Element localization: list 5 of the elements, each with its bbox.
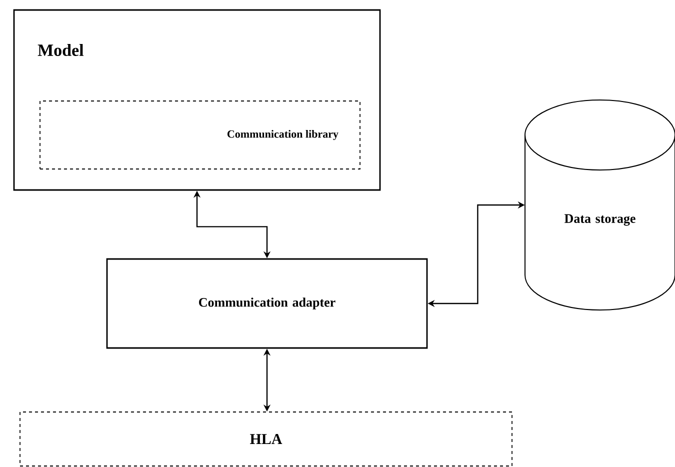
dashed-box: HLA [20,412,512,466]
process-box: Communication adapter [106,258,428,349]
dashed-box: Communication library [40,100,360,170]
storage-cylinder: Data storage [524,100,675,310]
node-label: Data storage [564,214,636,226]
